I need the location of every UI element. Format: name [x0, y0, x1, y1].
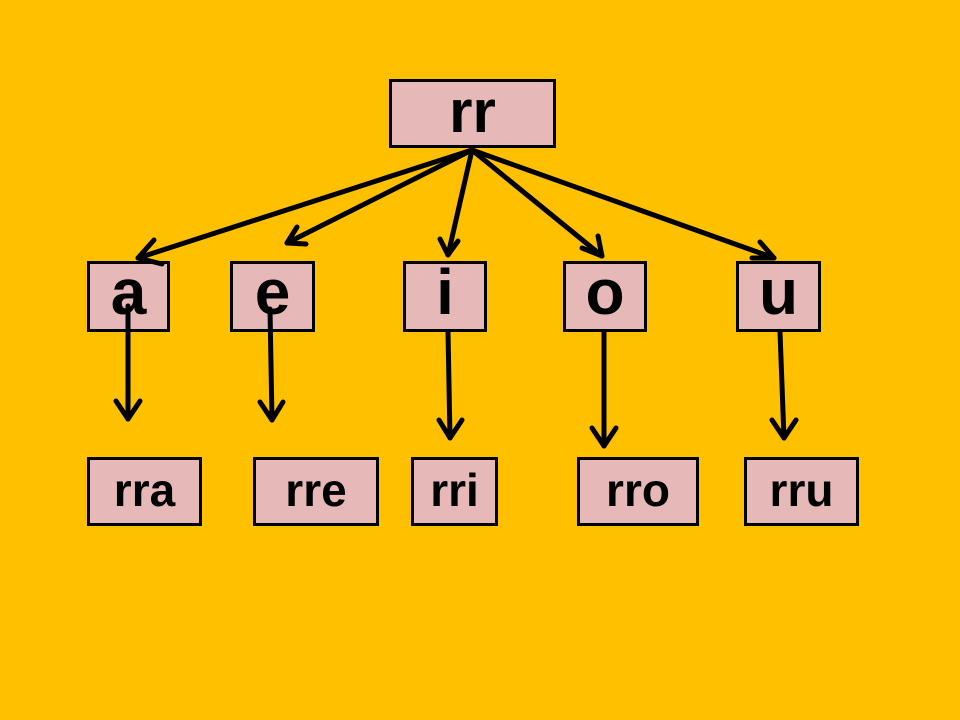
- syllable-node-rre: rre: [253, 457, 379, 526]
- arrow-rr-to-i: [437, 147, 475, 258]
- syllable-node-rri: rri: [411, 457, 498, 526]
- vowel-node-u: u: [736, 255, 821, 332]
- syllable-node-label: rre: [285, 463, 347, 516]
- vowel-node-label: e: [254, 255, 291, 328]
- vowel-node-label: a: [110, 255, 147, 328]
- syllable-node-rro: rro: [577, 457, 699, 526]
- arrow-o-to-rro: [589, 329, 619, 449]
- syllable-node-rra: rra: [87, 457, 202, 526]
- syllable-node-rru: rru: [744, 457, 859, 526]
- arrow-i-to-rri: [436, 329, 465, 441]
- arrow-rr-to-a: [135, 147, 475, 267]
- vowel-node-i: i: [403, 255, 487, 332]
- vowel-node-o: o: [563, 255, 647, 332]
- arrow-rr-to-e: [284, 147, 475, 247]
- syllable-node-label: rra: [113, 463, 176, 516]
- vowel-node-a: a: [87, 255, 170, 332]
- syllable-node-label: rro: [606, 463, 670, 516]
- syllable-node-label: rri: [430, 463, 479, 516]
- arrow-rr-to-u: [469, 147, 777, 261]
- arrow-u-to-rru: [769, 329, 799, 441]
- vowel-node-label: o: [585, 255, 625, 328]
- root-node-label: rr: [449, 77, 496, 145]
- syllable-node-label: rru: [769, 463, 834, 516]
- vowel-node-label: i: [436, 255, 454, 328]
- vowel-node-label: u: [758, 255, 799, 328]
- root-node-rr: rr: [389, 79, 556, 148]
- vowel-node-e: e: [230, 255, 315, 332]
- arrow-rr-to-o: [469, 147, 605, 259]
